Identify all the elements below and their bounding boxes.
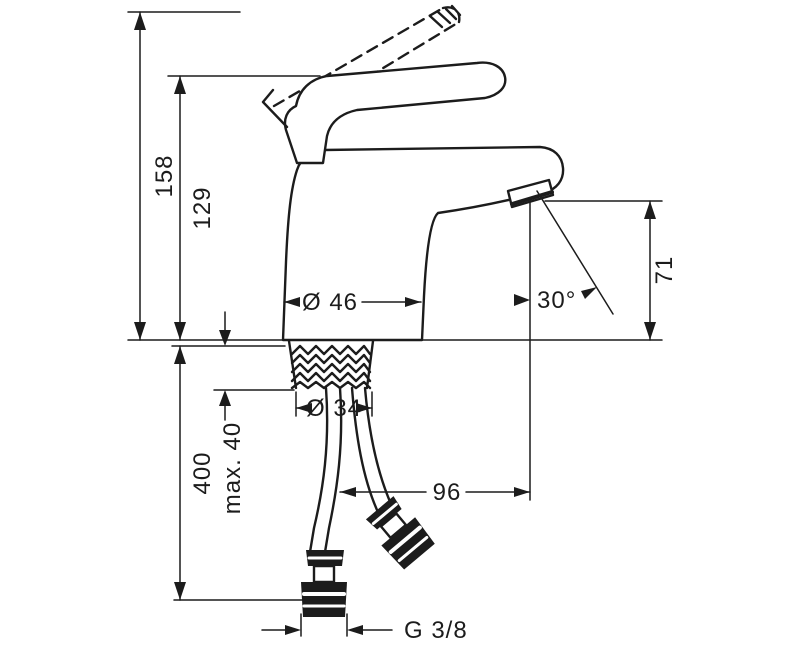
- dim-158-arrow-down: [134, 322, 146, 340]
- dim-max40-arrow-up: [219, 390, 231, 406]
- dim-158-label: 158: [151, 154, 178, 197]
- mounting-shank: [287, 339, 375, 390]
- extension-lines: [127, 11, 663, 637]
- hose-line: [363, 386, 393, 506]
- dim-158-arrow-up: [134, 12, 146, 30]
- connector-nut-stripe: [397, 535, 429, 563]
- connector-tube: [312, 564, 336, 584]
- dim-129-arrow-up: [174, 76, 186, 94]
- dim-d34-label: Ø 34: [306, 395, 362, 422]
- hose-connector-bottom: [301, 550, 347, 617]
- shank-thread-row: [290, 344, 372, 356]
- shank-thread-row: [290, 353, 372, 365]
- aerator: [506, 178, 555, 209]
- handle-lever: [283, 61, 507, 165]
- dim-d46-arrow-left: [284, 297, 300, 307]
- shank-thread-row: [290, 371, 372, 383]
- dim-129-arrow-down: [174, 322, 186, 340]
- dim-96-arrow-left: [340, 487, 356, 497]
- faucet-artwork: [261, 4, 565, 617]
- ext-thread-width: [300, 613, 348, 637]
- dim-d34-arrow-right: [356, 403, 372, 413]
- hose-connector-angled: [365, 496, 435, 570]
- connector-nut-stripe: [388, 525, 422, 555]
- dim-g38-arrow-right: [285, 625, 301, 635]
- dimension-labels: 158 129 400 max. 40 Ø 46 Ø 34 96 71 30° …: [151, 154, 678, 644]
- handle-raised-tip-hatch: [428, 4, 462, 29]
- dim-400-arrow-up: [174, 346, 186, 364]
- supply-hoses: [308, 386, 393, 554]
- dim-d34-arrow-left: [296, 403, 312, 413]
- dim-71-label: 71: [651, 256, 678, 285]
- dim-400-arrow-down: [174, 582, 186, 600]
- dim-400-label: 400: [189, 451, 216, 494]
- shank-thread-row: [290, 380, 372, 390]
- hose-line: [350, 386, 379, 512]
- ext-spray-angle-line: [536, 190, 614, 315]
- connector-collar-stripe: [371, 502, 398, 526]
- dim-71-arrow-down: [644, 322, 656, 340]
- faucet-body-outline: [281, 145, 565, 342]
- dim-30deg-arrow-left: [514, 294, 530, 306]
- dim-d46-arrow-right: [405, 297, 421, 307]
- connector-nut: [381, 517, 435, 570]
- dim-30deg-arrow-right: [581, 287, 597, 299]
- connector-nut: [301, 582, 347, 617]
- dim-96-arrow-right: [514, 487, 530, 497]
- handle-raised-tip: [441, 6, 461, 24]
- dimension-lines: [134, 11, 656, 635]
- hose-line: [308, 386, 329, 554]
- dim-96-label: 96: [433, 479, 462, 506]
- handle-raised-top-edge: [272, 6, 445, 108]
- dim-d46-label: Ø 46: [302, 289, 358, 316]
- dim-max40-label: max. 40: [219, 422, 246, 514]
- dim-71-arrow-up: [644, 201, 656, 219]
- handle-front-hook: [261, 88, 289, 129]
- ext-shank-diameter: [295, 391, 373, 417]
- dim-max40-arrow-down: [219, 330, 231, 346]
- dim-g38-label: G 3/8: [404, 617, 468, 644]
- shank-thread-row: [290, 362, 372, 374]
- dim-30deg-label: 30°: [537, 287, 576, 314]
- dim-g38-arrow-left: [347, 625, 363, 635]
- hose-line: [323, 386, 343, 554]
- dim-129-label: 129: [189, 186, 216, 229]
- aerator-band: [510, 190, 554, 206]
